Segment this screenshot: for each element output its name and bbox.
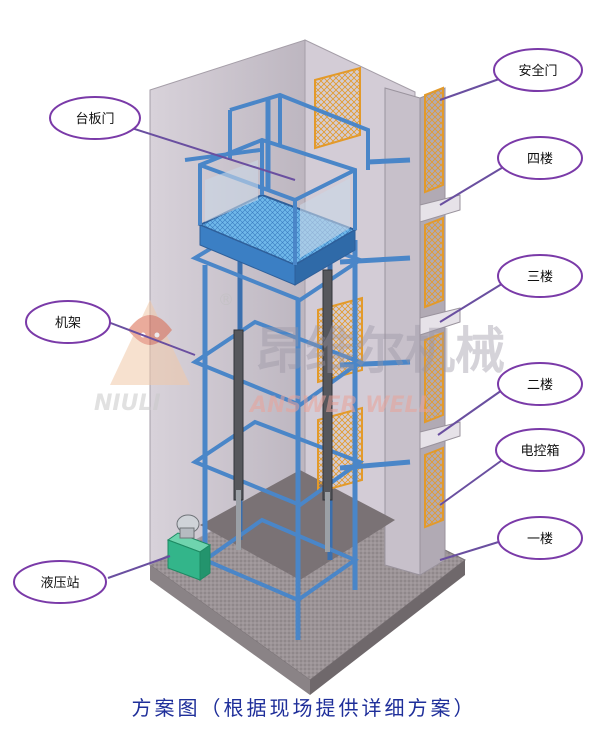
slab-floor-4 <box>419 194 461 223</box>
diagram-caption: 方案图（根据现场提供详细方案） <box>131 696 477 720</box>
callout-hydraulic-station: 液压站 <box>13 560 107 604</box>
lift-platform <box>184 92 370 286</box>
hydraulic-station <box>166 514 212 581</box>
watermark: ® 昂维尔机械 NIULI ANSWER WELL <box>94 290 505 418</box>
safety-door-right-1 <box>424 446 444 529</box>
slab-floor-2 <box>419 421 461 450</box>
callout-floor-1-label: 一楼 <box>527 532 553 547</box>
leader-floor-3 <box>439 281 506 323</box>
safety-door-right-2 <box>424 331 444 424</box>
leader-safety-door <box>439 77 503 101</box>
callout-floor-2-label: 二楼 <box>527 378 553 393</box>
leader-frame <box>107 321 196 356</box>
watermark-registered: ® <box>218 290 234 309</box>
callout-safety-door-label: 安全门 <box>518 63 557 79</box>
callout-platform-door-label: 台板门 <box>75 112 114 127</box>
callout-safety-door: 安全门 <box>493 48 583 92</box>
callout-floor-1: 一楼 <box>497 516 583 560</box>
leader-lines <box>107 77 506 579</box>
callout-control-box-label: 电控箱 <box>520 443 559 459</box>
callout-floor-4: 四楼 <box>497 136 583 180</box>
callout-floor-4-label: 四楼 <box>527 152 553 167</box>
callout-frame: 机架 <box>25 300 111 344</box>
callouts: 安全门 四楼 三楼 二楼 电控箱 一楼 台板门 机架 <box>13 48 585 604</box>
leader-floor-1 <box>439 539 506 561</box>
leader-floor-4 <box>439 165 506 206</box>
hydraulic-motor-icon <box>176 514 200 539</box>
watermark-brand-en-right: ANSWER WELL <box>248 393 433 418</box>
hydraulic-cylinders <box>233 269 333 552</box>
callout-frame-label: 机架 <box>55 316 81 331</box>
watermark-brand-cn: 昂维尔机械 <box>255 322 505 380</box>
safety-door-back-4 <box>314 66 361 150</box>
callout-hydraulic-station-label: 液压站 <box>40 576 79 591</box>
leader-control-box <box>439 457 506 506</box>
safety-door-right-4 <box>424 86 444 194</box>
safety-door-right-3 <box>424 216 444 309</box>
callout-floor-3: 三楼 <box>497 254 583 298</box>
callout-floor-3-label: 三楼 <box>527 270 553 285</box>
callout-platform-door: 台板门 <box>49 96 141 140</box>
callout-floor-2: 二楼 <box>497 362 583 406</box>
leader-hydraulic-station <box>107 555 171 579</box>
leader-platform-door <box>121 124 296 181</box>
callout-control-box: 电控箱 <box>495 428 585 472</box>
watermark-bull-logo-icon <box>110 300 190 385</box>
leader-floor-2 <box>437 387 506 436</box>
watermark-brand-en-left: NIULI <box>94 391 161 416</box>
